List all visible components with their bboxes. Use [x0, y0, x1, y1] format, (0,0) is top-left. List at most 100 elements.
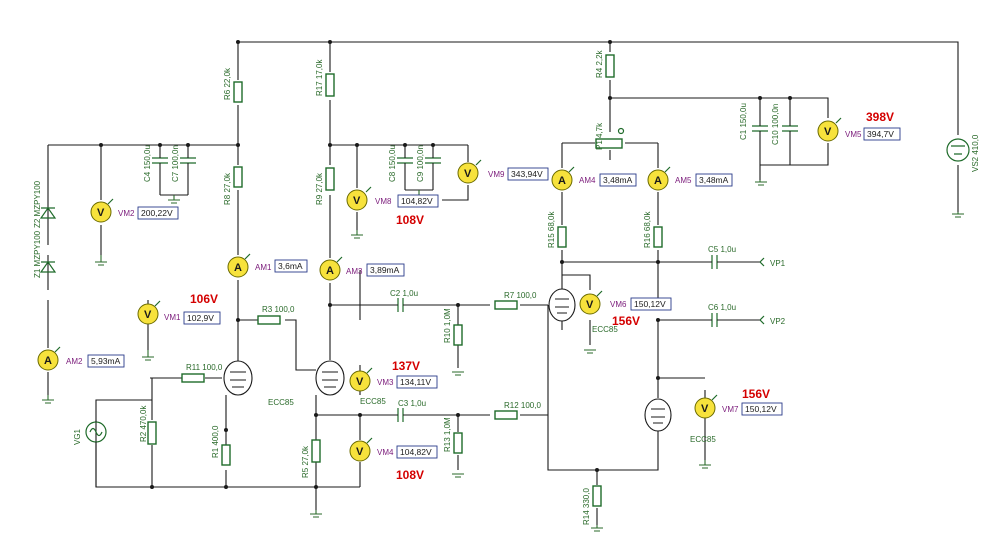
label-r8: R8 27,0k [223, 172, 232, 205]
vm8-readout-box [397, 194, 439, 208]
voltmeter-vm1-icon [137, 303, 159, 325]
am1-name: AM1 [255, 263, 272, 272]
annotation-106v: 106V [190, 292, 218, 306]
capacitor-c1 [752, 125, 768, 132]
am5-value: 3,48mA [699, 175, 729, 185]
resistor-r6 [233, 81, 243, 103]
am3-readout-box [366, 263, 405, 277]
voltmeter-vm6-icon [579, 293, 601, 315]
voltmeter-vm6: V VM6 150,12V [579, 293, 672, 315]
ammeter-am2-icon [37, 349, 59, 371]
vm2-letter: V [97, 207, 105, 219]
label-r3: R3 100,0 [262, 305, 295, 314]
p1-wiper-icon [617, 127, 625, 135]
resistor-r1 [221, 444, 231, 466]
voltmeter-vm8: V VM8 104,82V [346, 189, 439, 211]
label-r6: R6 22,0k [223, 67, 232, 100]
label-c2: C2 1,0u [390, 289, 418, 298]
am4-value: 3,48mA [603, 175, 633, 185]
label-vp1: VP1 [770, 259, 786, 268]
ammeter-am4-icon [551, 169, 573, 191]
vm3-readout-box [396, 375, 438, 389]
am1-value: 3,6mA [278, 261, 303, 271]
tube-v2-icon [315, 360, 345, 396]
label-r11: R11 100,0 [186, 363, 223, 372]
label-r12: R12 100,0 [504, 401, 541, 410]
vm2-value: 200,22V [141, 208, 173, 218]
resistor-r8 [233, 166, 243, 188]
resistor-r9 [325, 167, 335, 191]
capacitor-c4 [152, 157, 168, 164]
label-p1: P1 4,7k [595, 122, 604, 150]
voltmeter-vm9: V VM9 343,94V [457, 162, 549, 184]
vm9-letter: V [464, 168, 472, 180]
annotation-108v-bottom: 108V [396, 468, 424, 482]
voltmeter-vm3: V VM3 134,11V [349, 370, 438, 392]
annotation-108v-top: 108V [396, 213, 424, 227]
label-r1: R1 400,0 [211, 425, 220, 458]
vm6-value: 150,12V [634, 299, 666, 309]
vm1-readout-box [183, 311, 221, 325]
voltmeter-vm3-icon [349, 370, 371, 392]
tube-v4-icon [644, 398, 672, 432]
resistor-r16 [653, 226, 663, 248]
voltmeter-vm2-icon [90, 201, 112, 223]
am5-name: AM5 [675, 176, 692, 185]
resistor-r5 [311, 439, 321, 463]
vm9-readout-box [507, 167, 549, 181]
label-c8: C8 150,0u [388, 145, 397, 182]
resistor-r14 [592, 485, 602, 507]
ammeter-am3-icon [319, 259, 341, 281]
ammeter-am5: A AM5 3,48mA [647, 169, 733, 191]
zener-z2-icon [39, 206, 57, 219]
label-vp2: VP2 [770, 317, 786, 326]
vm7-letter: V [701, 403, 709, 415]
vm5-name: VM5 [845, 130, 862, 139]
vm5-letter: V [824, 126, 832, 138]
resistors [147, 54, 663, 507]
vm8-value: 104,82V [401, 196, 433, 206]
component-labels: R6 22,0k R17 17,0k R4 2,2k R8 27,0k R9 2… [33, 49, 980, 525]
annotation-398v: 398V [866, 110, 894, 124]
ammeter-am2: A AM2 5,93mA [37, 349, 125, 371]
vm9-name: VM9 [488, 170, 505, 179]
vm4-letter: V [356, 446, 364, 458]
label-r15: R15 68,0k [547, 211, 556, 248]
label-c5: C5 1,0u [708, 245, 736, 254]
am5-letter: A [654, 175, 662, 187]
voltmeter-vm4-icon [349, 440, 371, 462]
am2-name: AM2 [66, 357, 83, 366]
resistor-r10 [453, 324, 463, 346]
capacitor-c9 [425, 157, 441, 164]
am4-letter: A [558, 175, 566, 187]
label-r7: R7 100,0 [504, 291, 537, 300]
resistor-r11 [181, 373, 205, 383]
am4-name: AM4 [579, 176, 596, 185]
resistor-r4 [605, 54, 615, 78]
ammeter-am3: A AM3 3,89mA [319, 259, 405, 281]
vm7-value: 150,12V [745, 404, 777, 414]
label-tube-d: ECC85 [690, 435, 716, 444]
am2-value: 5,93mA [91, 356, 121, 366]
resistor-r15 [557, 226, 567, 248]
label-r9: R9 27,0k [315, 172, 324, 205]
voltmeter-vm8-icon [346, 189, 368, 211]
voltmeter-vm2: V VM2 200,22V [90, 201, 179, 223]
capacitors [152, 120, 798, 422]
label-vg1: VG1 [73, 428, 82, 445]
voltmeter-vm5-icon [817, 120, 839, 142]
zener-diodes [39, 206, 57, 273]
label-tube-b: ECC85 [360, 397, 386, 406]
vm5-readout-box [863, 127, 901, 141]
capacitor-c5 [711, 255, 718, 269]
annotation-137v: 137V [392, 359, 420, 373]
vm3-letter: V [356, 376, 364, 388]
resistor-r2 [147, 421, 157, 445]
vm6-name: VM6 [610, 300, 627, 309]
label-vs2: VS2 410,0 [971, 134, 980, 172]
voltmeter-vm1: V VM1 102,9V [137, 303, 221, 325]
label-tube-c: ECC85 [592, 325, 618, 334]
meters: A AM1 3,6mA A AM2 5,93mA A AM3 3,89mA A … [37, 117, 901, 462]
am5-readout-box [695, 173, 733, 187]
vm2-readout-box [137, 206, 179, 220]
